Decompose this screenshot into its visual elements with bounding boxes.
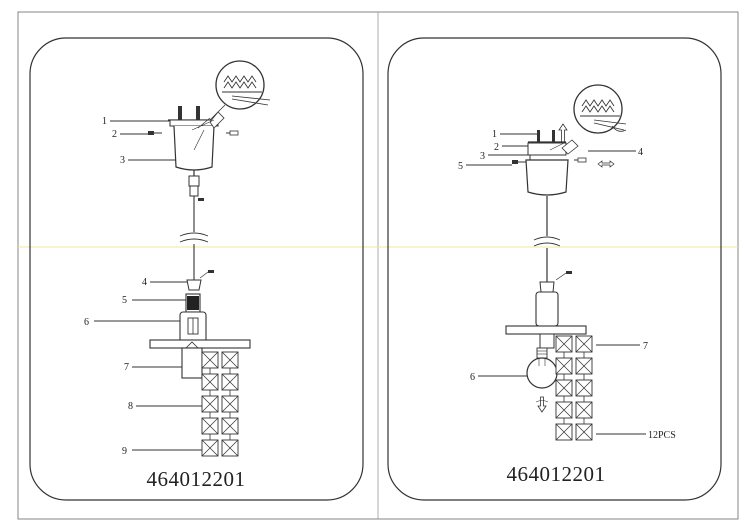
- right-cord: [533, 196, 572, 282]
- left-screw-left: [148, 131, 162, 135]
- left-panel: 1 2 3 4 5 6 7 8 9 464012201: [29, 37, 364, 501]
- right-model-number: 464012201: [507, 462, 606, 486]
- right-label-4: 4: [638, 147, 643, 158]
- left-label-6: 6: [84, 317, 89, 328]
- left-crystal-array: [201, 351, 239, 457]
- left-label-2: 2: [112, 129, 117, 140]
- left-canopy: [168, 106, 225, 171]
- left-label-7: 7: [124, 362, 129, 373]
- right-leader-lines: [466, 133, 646, 435]
- left-label-3: 3: [120, 155, 125, 166]
- left-label-9: 9: [122, 446, 127, 457]
- left-label-1: 1: [102, 116, 107, 127]
- left-model-number: 464012201: [147, 467, 246, 491]
- left-leader-lines: [94, 120, 202, 451]
- right-label-3: 3: [480, 151, 485, 162]
- left-screw-right: [226, 130, 239, 136]
- left-label-8: 8: [128, 401, 133, 412]
- right-bulb: [526, 347, 558, 389]
- right-screw-right: [574, 157, 587, 163]
- up-arrow-icon: [558, 123, 568, 143]
- right-canopy: [525, 130, 579, 196]
- right-label-5: 5: [458, 161, 463, 172]
- down-arrow-icon: [535, 396, 549, 413]
- right-label-2: 2: [494, 142, 499, 153]
- right-zoom-detail: [573, 84, 627, 134]
- left-zoom-detail: [209, 60, 271, 121]
- right-panel-border: [387, 37, 722, 501]
- right-panel: 1 2 3 4 5 6 7 12PCS 464012201: [387, 37, 722, 501]
- left-label-5: 5: [122, 295, 127, 306]
- right-lamp-holder: [505, 281, 587, 349]
- left-panel-border: [29, 37, 364, 501]
- right-crystal-array: [555, 335, 593, 441]
- left-lamp-holder: [149, 270, 251, 379]
- right-label-6: 6: [470, 372, 475, 383]
- left-label-4: 4: [142, 277, 147, 288]
- left-cord: [179, 170, 209, 280]
- right-quantity-note: 12PCS: [648, 430, 676, 441]
- right-label-1: 1: [492, 129, 497, 140]
- right-label-7: 7: [643, 341, 648, 352]
- double-arrow-icon: [597, 160, 615, 168]
- right-screw-left: [512, 160, 526, 164]
